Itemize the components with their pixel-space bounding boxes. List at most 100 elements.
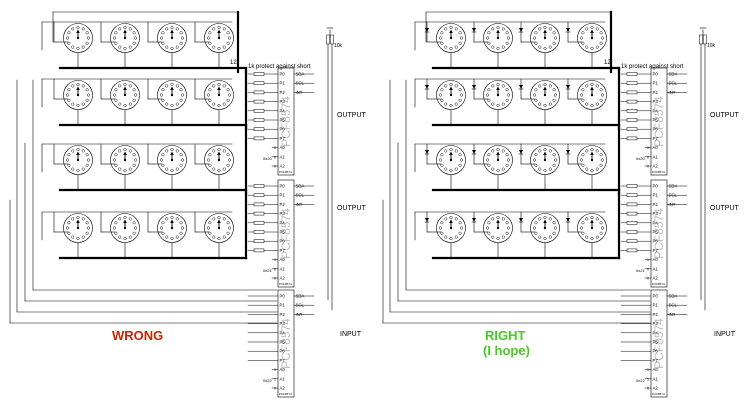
diode-arrow — [566, 85, 570, 89]
dial-arrow — [590, 86, 594, 90]
dial-contact — [440, 153, 444, 157]
dial-contact — [206, 93, 211, 97]
pin-label: P7 — [653, 358, 659, 363]
dial-contact — [71, 27, 75, 31]
series-resistor — [626, 81, 638, 85]
dial-contact — [534, 98, 538, 102]
diode-arrow — [472, 218, 476, 222]
dial-contact — [170, 168, 174, 173]
dial-contact — [226, 163, 230, 167]
series-resistor — [626, 248, 638, 253]
dial-contact — [534, 31, 538, 35]
dial-contact — [114, 88, 118, 92]
dial-contact — [590, 147, 594, 152]
pin-label: P1 — [280, 81, 286, 86]
dial-contact — [505, 98, 509, 102]
chip-name: PCF8574 — [279, 318, 293, 369]
dial-contact — [505, 231, 509, 235]
dial-contact — [81, 102, 85, 106]
dial-contact — [552, 31, 556, 35]
dial-contact — [65, 158, 70, 162]
dial-contact — [501, 149, 505, 153]
pcf8574-chip — [650, 179, 668, 288]
pin-label: A1 — [653, 266, 659, 271]
dial-contact — [133, 226, 138, 230]
series-resistor — [626, 202, 638, 207]
chip-name: PCF8574 — [652, 96, 666, 147]
dial-arrow — [449, 29, 453, 33]
dial-contact — [179, 221, 183, 225]
dial-contact — [449, 236, 453, 241]
dial-contact — [114, 221, 118, 225]
dial-arrow — [496, 219, 500, 223]
dial-contact — [548, 102, 552, 106]
dial-contact — [501, 84, 505, 88]
dial-contact — [123, 25, 127, 30]
dial-contact — [487, 231, 491, 235]
pin-label: P3 — [653, 211, 659, 216]
dial-contact — [444, 217, 448, 221]
dial-contact — [485, 93, 490, 97]
dial-contact — [595, 217, 599, 221]
pin-label: A1 — [280, 154, 286, 159]
series-resistor — [626, 109, 638, 113]
addr-level: 0 — [647, 267, 649, 271]
dial-contact — [444, 45, 448, 49]
dial-contact — [496, 236, 500, 241]
dial-contact — [538, 84, 542, 88]
dial-contact — [76, 46, 80, 51]
dial-contact — [534, 231, 538, 235]
dial-contact — [132, 98, 136, 102]
label-output-1: OUTPUT — [337, 112, 366, 119]
dial-contact — [123, 236, 127, 241]
dial-contact — [118, 27, 122, 31]
dial-contact — [170, 103, 174, 108]
dial-contact — [217, 168, 221, 173]
dial-contact — [165, 167, 169, 171]
chip-name: PCF8574 — [279, 96, 293, 147]
dial-contact — [552, 231, 556, 235]
dial-contact — [165, 27, 169, 31]
dial-contact — [170, 25, 174, 30]
dial-contact — [600, 93, 605, 97]
dial-contact — [454, 235, 458, 239]
dial-arrow — [543, 219, 547, 223]
dial-contact — [599, 153, 603, 157]
dial-contact — [548, 235, 552, 239]
dial-arrow — [170, 29, 174, 33]
dial-contact — [579, 93, 584, 97]
dial-contact — [180, 93, 185, 97]
dial-contact — [553, 158, 558, 162]
addr-level: 0 — [274, 146, 276, 150]
pin-label: P0 — [280, 294, 286, 299]
label-output-4: OUTPUT — [710, 205, 739, 212]
dial-contact — [599, 98, 603, 102]
diode-arrow — [425, 28, 429, 32]
dial-contact — [585, 45, 589, 49]
dial-contact — [548, 27, 552, 31]
dial-contact — [581, 163, 585, 167]
dial-contact — [86, 36, 91, 40]
dial-contact — [501, 235, 505, 239]
series-resistor — [253, 127, 265, 131]
dial-contact — [501, 45, 505, 49]
dial-contact — [170, 215, 174, 220]
dial-arrow — [76, 29, 80, 33]
dial-contact — [226, 231, 230, 235]
dial-arrow — [449, 151, 453, 155]
dial-contact — [459, 226, 464, 230]
dial-contact — [208, 41, 212, 45]
pin-label: P7 — [280, 136, 286, 141]
dial-contact — [81, 45, 85, 49]
dial-arrow — [170, 219, 174, 223]
diode-arrow — [425, 150, 429, 154]
dial-contact — [170, 236, 174, 241]
dial-contact — [76, 103, 80, 108]
dial-contact — [454, 102, 458, 106]
dial-contact — [581, 153, 585, 157]
pin-label: P7 — [280, 358, 286, 363]
dial-contact — [222, 27, 226, 31]
label-bus-2: 12 — [604, 60, 611, 66]
dial-contact — [226, 153, 230, 157]
series-resistor — [253, 81, 265, 85]
